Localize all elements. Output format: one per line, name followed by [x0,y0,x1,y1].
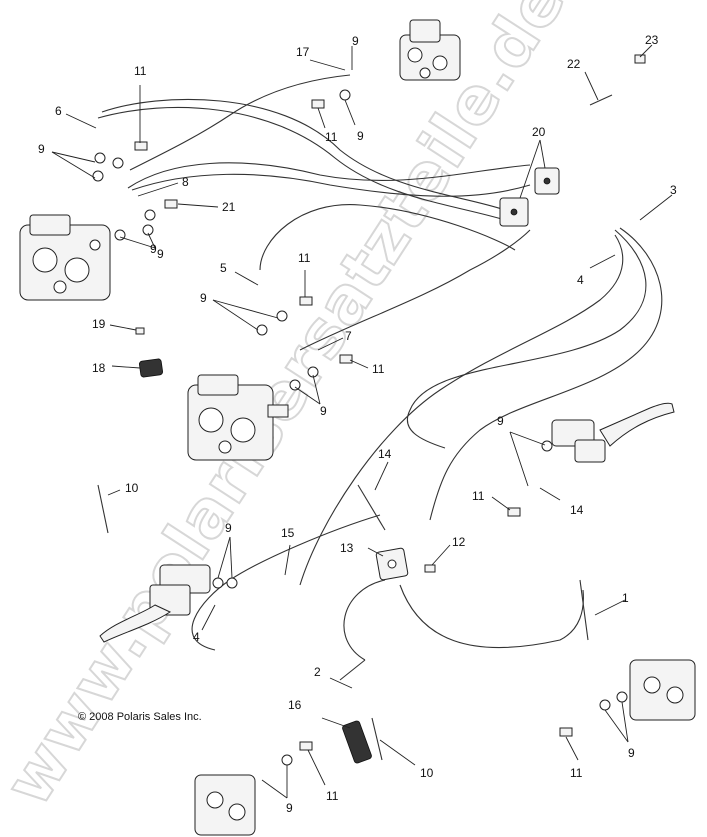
hose-front-left-upper [127,162,531,189]
callout-11: 11 [472,489,485,503]
hose-fitting-1 [579,579,589,641]
callout-9: 9 [497,414,504,428]
callout-14: 14 [570,503,584,517]
leader-lines [51,44,673,799]
hose-top-long-2 [97,106,506,221]
bolts [134,54,646,751]
caliper-bottom-left [194,774,256,836]
hose-to-rear-caliper [129,74,351,171]
callout-11: 11 [298,251,311,265]
hose-long-right [406,229,647,449]
callout-10: 10 [420,766,434,780]
callout-11: 11 [372,362,385,376]
master-cylinder-left [99,564,211,643]
callout-21: 21 [222,200,236,214]
callout-9: 9 [200,291,207,305]
callout-14: 14 [378,447,392,461]
callout-11: 11 [570,766,583,780]
callout-16: 16 [288,698,302,712]
callout-11: 11 [134,64,147,78]
callout-6: 6 [55,104,62,118]
pin-10-left [97,484,109,534]
callout-11: 11 [326,789,339,803]
junction-blocks-20 [499,167,560,227]
hose-fitting-2 [339,659,366,681]
callout-8: 8 [182,175,189,189]
callout-4: 4 [193,630,200,644]
watermark: www.polarisersatzteile.de [0,0,582,820]
callout-1: 1 [622,591,629,605]
spring-16 [342,720,372,764]
callout-9: 9 [38,142,45,156]
hose-fitting-14 [357,484,386,531]
junction-port [387,559,397,569]
pin-10-bottom [371,717,383,761]
hose-center-long [299,234,624,586]
callout-19: 19 [92,317,106,331]
hose-mid-loop [259,204,516,271]
caliper-bottom-right [629,659,696,721]
callout-9: 9 [320,404,327,418]
callout-5: 5 [220,261,227,275]
callout-17: 17 [296,45,310,59]
callout-23: 23 [645,33,659,47]
brake-hoses [97,74,663,661]
hose-junction-right [399,584,584,649]
hose-front-left-lower [131,173,531,197]
callout-12: 12 [452,535,466,549]
copyright-notice: © 2008 Polaris Sales Inc. [78,711,202,723]
callout-20: 20 [532,125,546,139]
caliper-top [399,19,461,81]
callout-9: 9 [225,521,232,535]
callout-9: 9 [157,247,164,261]
master-cylinder-right [551,402,675,463]
callout-4: 4 [577,273,584,287]
caliper-mid [187,374,289,461]
callout-7: 7 [345,329,352,343]
callout-9: 9 [357,129,364,143]
callout-9: 9 [286,801,293,815]
callout-18: 18 [92,361,106,375]
callout-15: 15 [281,526,295,540]
callout-9: 9 [352,34,359,48]
callout-2: 2 [314,665,321,679]
callout-3: 3 [670,183,677,197]
clip-18 [138,358,164,378]
callout-9: 9 [628,746,635,760]
callout-22: 22 [567,57,581,71]
hose-junction-loop [343,579,386,661]
callout-11: 11 [325,130,338,144]
callout-10: 10 [125,481,139,495]
washers [92,89,628,766]
callout-9: 9 [150,242,157,256]
callout-13: 13 [340,541,354,555]
hose-mid-to-caliper [299,229,531,351]
caliper-front-left [19,214,111,301]
hose-long-right-2 [429,227,663,521]
